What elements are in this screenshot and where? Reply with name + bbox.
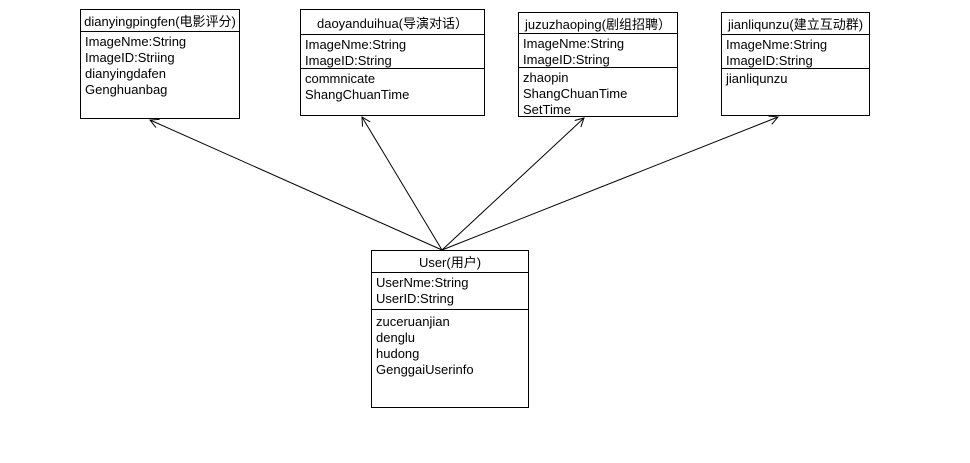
- class-methods: commnicate ShangChuanTime: [301, 69, 484, 103]
- attribute: ImageNme:String: [726, 37, 828, 52]
- class-attributes: ImageNme:String ImageID:String: [722, 35, 869, 69]
- class-box-jianliqunzu: jianliqunzu(建立互动群) ImageNme:String Image…: [721, 12, 870, 116]
- attribute: ImageNme:String: [305, 37, 407, 52]
- method: GenggaiUserinfo: [376, 362, 474, 377]
- class-methods: zuceruanjian denglu hudong GenggaiUserin…: [372, 310, 528, 378]
- class-attributes: ImageNme:String ImageID:Striing dianying…: [81, 32, 239, 98]
- attribute: UserID:String: [376, 291, 455, 306]
- attribute: ImageID:String: [726, 53, 813, 68]
- arrow-user-to-daoyanduihua: [361, 116, 443, 251]
- class-box-daoyanduihua: daoyanduihua(导演对话） ImageNme:String Image…: [300, 9, 485, 116]
- class-attributes: UserNme:String UserID:String: [372, 273, 528, 310]
- class-title: juzuzhaoping(剧组招聘）: [519, 13, 677, 34]
- class-title: daoyanduihua(导演对话）: [301, 10, 484, 35]
- attribute: ImageNme:String: [85, 34, 187, 49]
- method: hudong: [376, 346, 420, 361]
- method: commnicate: [305, 71, 376, 86]
- class-box-user: User(用户) UserNme:String UserID:String zu…: [371, 250, 529, 408]
- class-title: dianyingpingfen(电影评分): [81, 10, 239, 32]
- method: SetTime: [523, 102, 571, 117]
- arrow-user-to-juzuzhaoping: [441, 117, 585, 251]
- arrow-user-to-dianyingpingfen: [149, 118, 443, 251]
- attribute: dianyingdafen: [85, 66, 166, 81]
- method: zhaopin: [523, 70, 569, 85]
- class-attributes: ImageNme:String ImageID:String: [519, 34, 677, 68]
- class-methods: jianliqunzu: [722, 69, 869, 87]
- method: ShangChuanTime: [305, 87, 410, 102]
- method: denglu: [376, 330, 416, 345]
- attribute: ImageID:Striing: [85, 50, 175, 65]
- class-attributes: ImageNme:String ImageID:String: [301, 35, 484, 69]
- arrow-user-to-jianliqunzu: [441, 115, 779, 251]
- class-box-juzuzhaoping: juzuzhaoping(剧组招聘） ImageNme:String Image…: [518, 12, 678, 117]
- attribute: ImageID:String: [523, 52, 610, 67]
- attribute: ImageID:String: [305, 53, 392, 68]
- class-box-dianyingpingfen: dianyingpingfen(电影评分) ImageNme:String Im…: [80, 9, 240, 119]
- class-title: jianliqunzu(建立互动群): [722, 13, 869, 35]
- class-title: User(用户): [372, 251, 528, 273]
- method: ShangChuanTime: [523, 86, 628, 101]
- attribute: ImageNme:String: [523, 36, 625, 51]
- attribute: UserNme:String: [376, 275, 469, 290]
- method: zuceruanjian: [376, 314, 450, 329]
- class-methods: zhaopin ShangChuanTime SetTime: [519, 68, 677, 117]
- method: jianliqunzu: [726, 71, 788, 86]
- attribute: Genghuanbag: [85, 82, 168, 97]
